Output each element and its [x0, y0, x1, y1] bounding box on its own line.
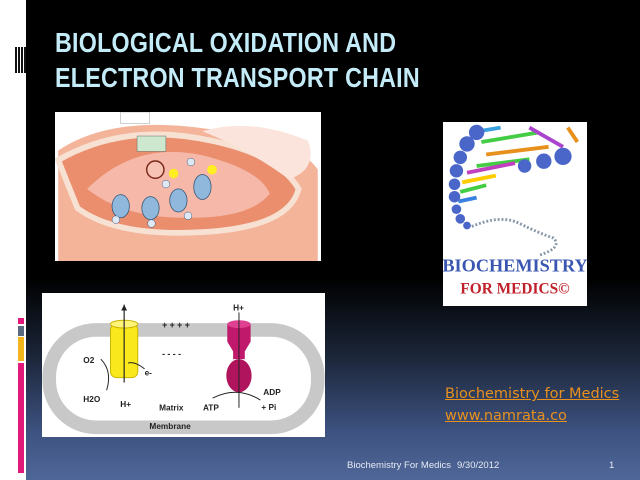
- title-line-1: BIOLOGICAL OXIDATION AND: [55, 27, 397, 58]
- label-plus-signs: + + + +: [162, 320, 190, 330]
- title-line-2: ELECTRON TRANSPORT CHAIN: [55, 62, 420, 93]
- label-atp: ATP: [203, 404, 219, 413]
- biochemistry-for-medics-link[interactable]: Biochemistry for Medics: [445, 386, 620, 402]
- accent-bar-pink: [18, 363, 24, 473]
- links-block: Biochemistry for Medics www.namrata.co: [445, 383, 619, 427]
- footer-date: 9/30/2012: [457, 460, 500, 471]
- accent-bar-pink-small: [18, 318, 24, 324]
- namrata-website-link[interactable]: www.namrata.co: [445, 408, 567, 424]
- membrane-atp-synthase-diagram: H+ + + + + - - - - O2 H2O e- H+ Matrix A…: [42, 293, 325, 437]
- label-h2o: H2O: [83, 395, 101, 404]
- label-adp: ADP: [263, 388, 281, 397]
- label-membrane: Membrane: [149, 422, 191, 431]
- biochemistry-for-medics-logo: BIOCHEMISTRY FOR MEDICS©: [442, 122, 588, 306]
- label-electron: e-: [145, 369, 153, 378]
- slide-title: BIOLOGICAL OXIDATION AND ELECTRON TRANSP…: [55, 25, 420, 95]
- mitochondrion-illustration: [54, 111, 321, 261]
- label-pi: + Pi: [261, 403, 276, 412]
- label-minus-signs: - - - -: [162, 349, 181, 359]
- label-matrix: Matrix: [159, 404, 184, 413]
- footer-title: Biochemistry For Medics: [347, 460, 451, 471]
- label-o2: O2: [83, 356, 94, 365]
- label-h-plus-top: H+: [233, 304, 244, 313]
- logo-text-line1: BIOCHEMISTRY: [443, 256, 587, 276]
- label-h-plus-bottom: H+: [120, 400, 131, 409]
- slide-number: 1: [609, 460, 615, 471]
- decorative-bars: [15, 47, 26, 73]
- logo-text-line2: FOR MEDICS©: [460, 281, 570, 298]
- accent-bar-yellow: [18, 337, 24, 361]
- accent-bar-slate: [18, 326, 24, 336]
